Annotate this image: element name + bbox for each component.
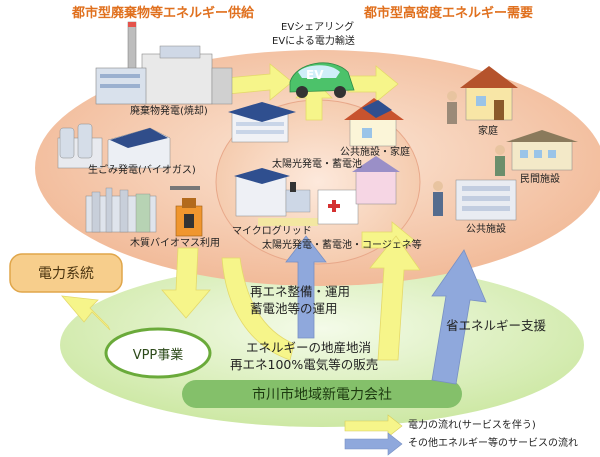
ops-line1: 再エネ整備・運用 [250, 284, 351, 299]
ev-label-line2: EVによる電力輸送 [272, 36, 355, 47]
legend-service-arrow [344, 432, 403, 456]
microgrid-line1: マイクログリッド [232, 226, 312, 237]
arrow-service-saving [431, 249, 487, 385]
biomass-label: 木質バイオマス利用 [130, 238, 220, 249]
biogas-label: 生ごみ発電(バイオガス) [88, 165, 196, 176]
demand-private-label: 民間施設 [520, 174, 560, 185]
biomass-plant-icon [85, 186, 203, 237]
center-public-line2: 太陽光発電・蓄電池 [272, 159, 362, 170]
vpp-label: VPP事業 [132, 347, 184, 363]
demand-home-label: 家庭 [478, 126, 498, 137]
center-public-line1: 公共施設・家庭 [340, 147, 410, 158]
home-icon [447, 66, 518, 124]
local-line1: エネルギーの地産地消 [246, 340, 372, 355]
legend-other-label: その他エネルギー等のサービスの流れ [408, 438, 578, 449]
biogas-plant-icon [57, 123, 171, 169]
arrow-curve-to-company [221, 257, 295, 361]
public-facility-icon [433, 179, 517, 221]
microgrid-line2: 太陽光発電・蓄電池・コージェネ等 [262, 240, 422, 251]
ev-badge: EV [306, 68, 324, 82]
company-label: 市川市地域新電力会社 [252, 387, 392, 403]
ops-line2: 蓄電池等の運用 [250, 301, 338, 316]
supply-header: 都市型廃棄物等エネルギー供給 [72, 6, 255, 21]
arrow-supply-to-vpp [161, 247, 211, 319]
demand-public-label: 公共施設 [466, 224, 506, 235]
saving-support-label: 省エネルギー支援 [446, 318, 547, 333]
service-flow-arrows [285, 235, 487, 385]
waste-power-plant-icon [95, 21, 233, 105]
house-solar-icon [344, 98, 404, 147]
public-facility-solar-icon [228, 102, 296, 143]
local-line2: 再エネ100%電気等の販売 [230, 357, 379, 372]
microgrid-buildings-icon [234, 156, 400, 226]
company-bar [182, 380, 462, 408]
ev-label-line1: EVシェアリング [281, 22, 355, 33]
arrow-service-center [285, 235, 327, 339]
legend-power-label: 電力の流れ(サービスを伴う) [408, 420, 536, 431]
grid-label: 電力系統 [38, 266, 94, 282]
waste-power-label: 廃棄物発電(焼却) [130, 106, 208, 117]
arrow-vpp-to-grid [61, 295, 111, 331]
arrow-ev-to-demand [347, 65, 399, 103]
arrow-company-to-demand [369, 235, 421, 361]
grid-box [9, 253, 123, 293]
ev-car-icon [289, 62, 355, 98]
arrow-supply-to-ev [225, 63, 293, 101]
legend-power-arrow [344, 414, 403, 438]
demand-header: 都市型高密度エネルギー需要 [364, 6, 534, 21]
private-facility-icon [495, 130, 578, 176]
vpp-ring [104, 327, 212, 379]
